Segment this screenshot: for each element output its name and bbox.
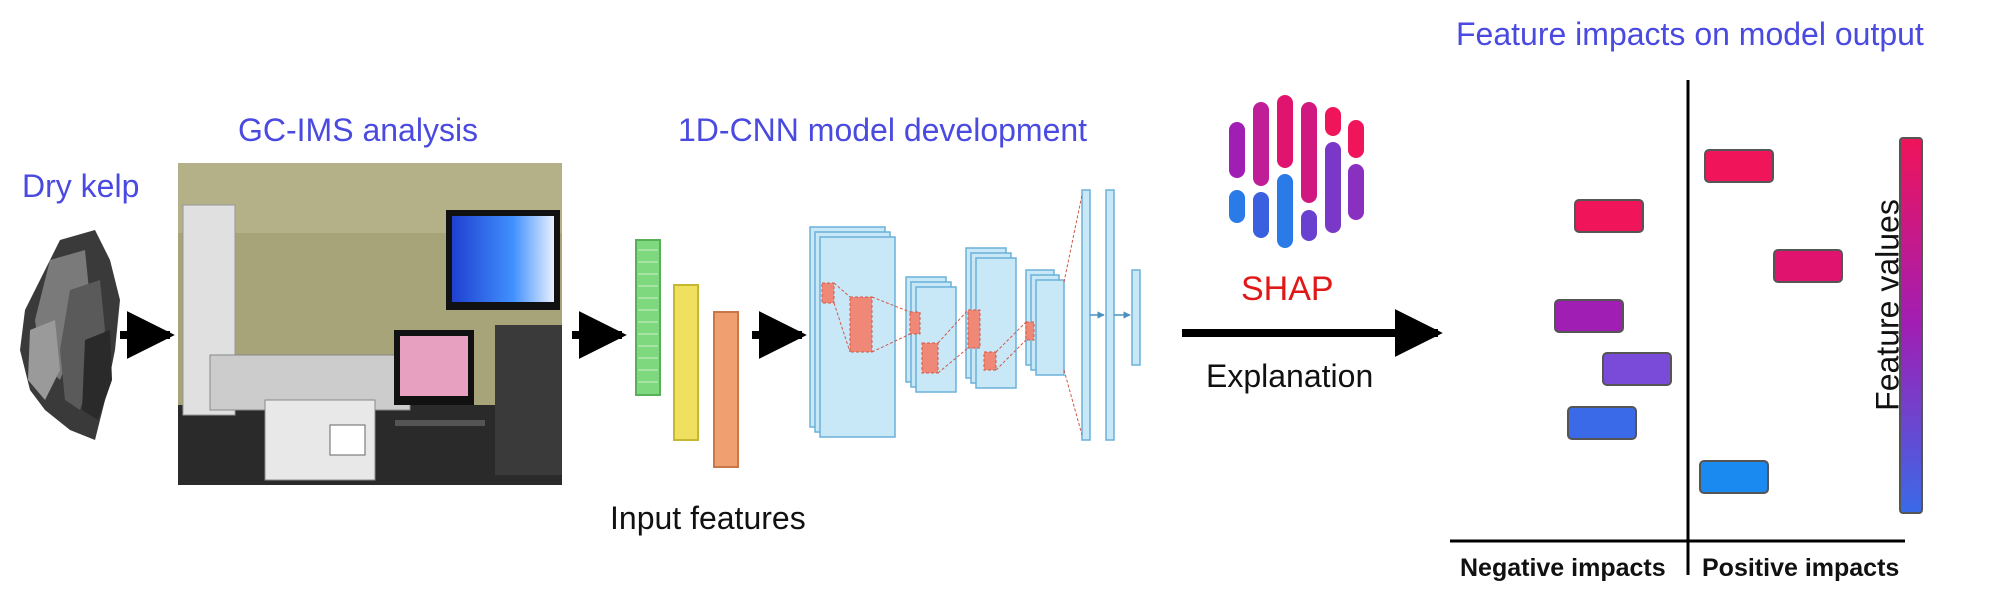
shap-impact-plot — [1450, 80, 1923, 575]
cnn-development-label: 1D-CNN model development — [678, 112, 1088, 148]
impact-bar — [1567, 406, 1637, 440]
shap-label: SHAP — [1241, 270, 1334, 308]
gcims-analysis-label: GC-IMS analysis — [238, 112, 479, 148]
impact-bar — [1554, 299, 1624, 333]
input-features-label: Input features — [610, 500, 806, 536]
cnn-kernels — [821, 282, 1035, 374]
feature-impacts-title: Feature impacts on model output — [1456, 16, 1924, 52]
impact-bar — [1574, 199, 1644, 233]
dry-kelp-label: Dry kelp — [22, 168, 140, 204]
input-feature-bars — [635, 239, 739, 468]
impact-bar — [1773, 249, 1843, 283]
cnn-connections — [833, 194, 1083, 436]
feature-value-colorbar — [1899, 137, 1923, 514]
dry-kelp-image — [20, 230, 120, 440]
impact-bar — [1704, 149, 1774, 183]
impact-bar — [1699, 460, 1769, 494]
negative-impacts-label: Negative impacts — [1460, 554, 1666, 582]
impact-bar — [1602, 352, 1672, 386]
gcims-instrument-photo — [178, 163, 562, 485]
explanation-label: Explanation — [1206, 358, 1374, 394]
shap-logo-icon — [1229, 95, 1364, 248]
positive-impacts-label: Positive impacts — [1702, 554, 1900, 582]
